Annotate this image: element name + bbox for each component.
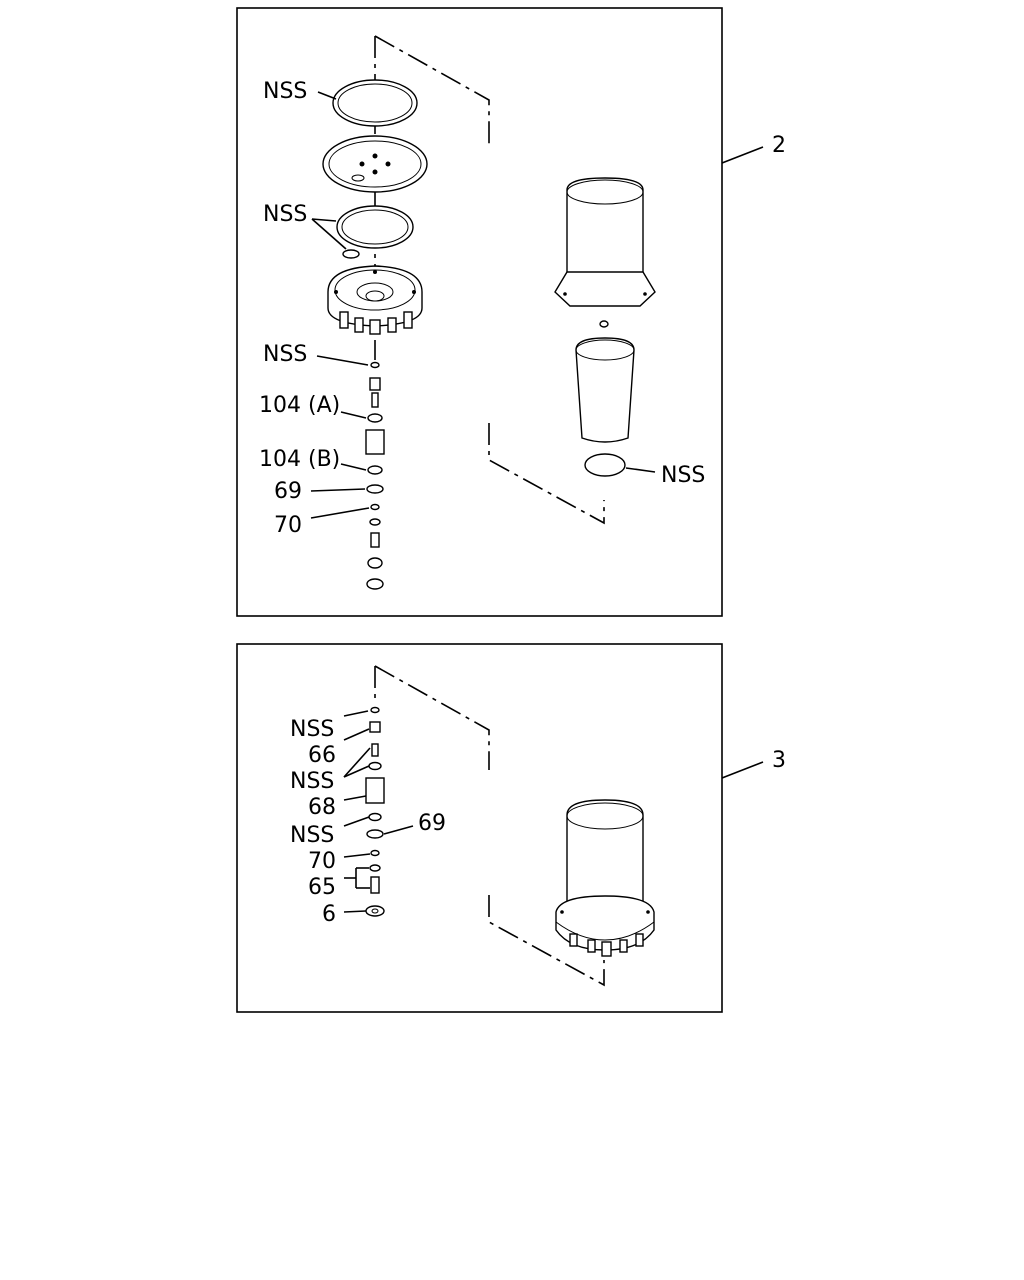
callout-2: 2 <box>772 133 786 158</box>
valve-stack <box>365 361 385 590</box>
label-nss-top-ring: NSS <box>263 79 307 104</box>
label-69: 69 <box>274 479 302 504</box>
align-line-top <box>374 35 490 145</box>
panel-3-assembly: 3 NSS 66 NSS 68 NSS <box>236 643 786 1013</box>
label-nss-bottom-ring: NSS <box>661 463 705 488</box>
label-70: 70 <box>274 513 302 538</box>
o-ring-middle <box>336 205 414 249</box>
filter-head-housing <box>327 265 423 335</box>
label-nss-1: NSS <box>290 717 334 742</box>
label-65: 65 <box>308 875 336 900</box>
label-nss-3: NSS <box>290 823 334 848</box>
label-68: 68 <box>308 795 336 820</box>
label-104b: 104 (B) <box>259 447 340 472</box>
filter-canister <box>554 177 656 443</box>
label-104a: 104 (A) <box>259 393 340 418</box>
label-6: 6 <box>322 902 336 927</box>
panel-frame <box>236 7 723 617</box>
label-70-2: 70 <box>308 849 336 874</box>
align-line-top-2 <box>374 665 490 770</box>
label-nss-ring-pair: NSS <box>263 202 307 227</box>
label-66: 66 <box>308 743 336 768</box>
label-nss-small: NSS <box>263 342 307 367</box>
filter-canister-2 <box>555 799 655 957</box>
panel-2-assembly: 2 NSS NSS <box>236 7 786 617</box>
callout-3: 3 <box>772 748 786 773</box>
o-ring-top <box>332 79 418 127</box>
align-line-bottom-2 <box>488 895 605 987</box>
o-ring-bottom <box>584 453 626 477</box>
cover-plate <box>322 135 428 193</box>
panel-frame-2 <box>236 643 723 1013</box>
label-69-2: 69 <box>418 811 446 836</box>
align-line-bottom <box>488 423 605 525</box>
valve-stack-2 <box>365 706 385 917</box>
label-nss-2: NSS <box>290 769 334 794</box>
small-o-ring <box>342 249 360 259</box>
